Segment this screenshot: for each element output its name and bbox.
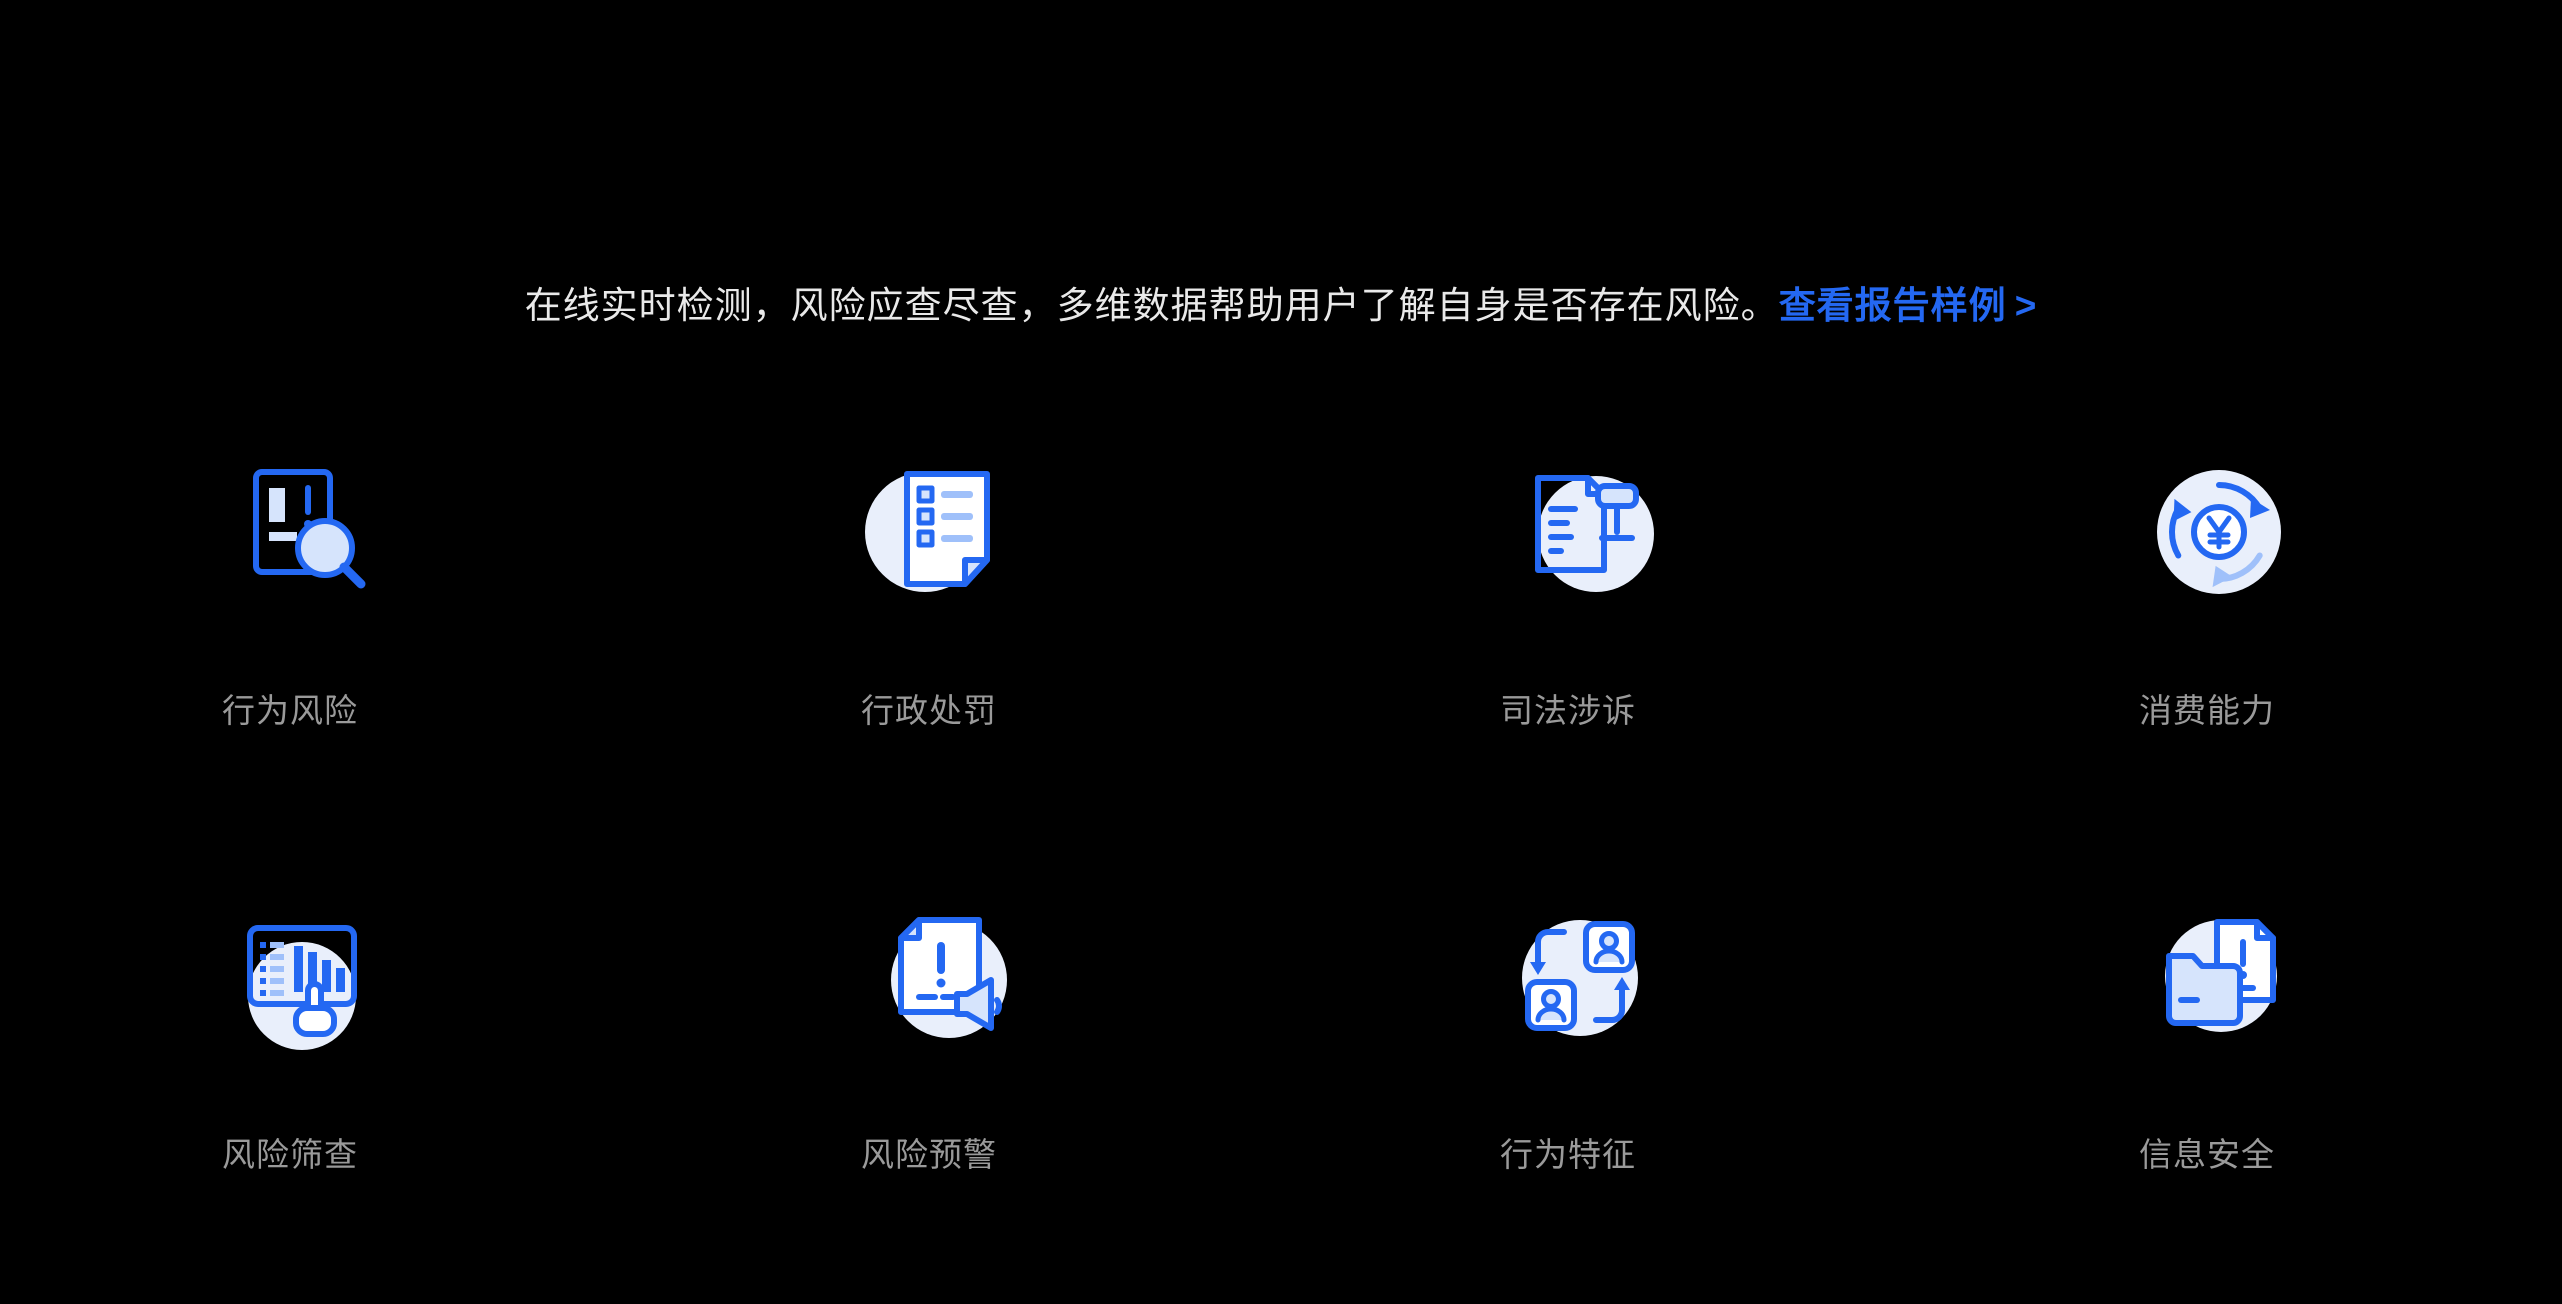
chevron-right-icon[interactable]: > <box>2014 285 2038 326</box>
feature-label: 消费能力 <box>2139 692 2275 729</box>
section-subtitle: 在线实时检测，风险应查尽查，多维数据帮助用户了解自身是否存在风险。查看报告样例> <box>0 282 2562 330</box>
yuan-cycle-icon <box>2139 452 2299 612</box>
features-grid: 行为风险 行政处罚 <box>222 452 2562 1176</box>
feature-item-risk-screening: 风险筛查 <box>222 896 861 1176</box>
feature-label: 行为风险 <box>222 692 358 729</box>
feature-label: 司法涉诉 <box>1500 692 1636 729</box>
feature-label: 风险预警 <box>861 1136 997 1173</box>
feature-item-consumption: 消费能力 <box>2139 452 2562 732</box>
gavel-document-icon <box>1500 452 1660 612</box>
chart-hand-icon <box>222 896 382 1056</box>
subtitle-text: 在线实时检测，风险应查尽查，多维数据帮助用户了解自身是否存在风险。 <box>524 285 1779 326</box>
view-report-sample-link[interactable]: 查看报告样例 <box>1778 285 2007 326</box>
feature-item-admin-penalty: 行政处罚 <box>861 452 1500 732</box>
alert-megaphone-icon <box>861 896 1021 1056</box>
feature-label: 风险筛查 <box>222 1136 358 1173</box>
feature-label: 行为特征 <box>1500 1136 1636 1173</box>
feature-item-risk-warning: 风险预警 <box>861 896 1500 1176</box>
feature-item-behavior-risk: 行为风险 <box>222 452 861 732</box>
checklist-document-icon <box>861 452 1021 612</box>
user-exchange-icon <box>1500 896 1660 1056</box>
feature-label: 信息安全 <box>2139 1136 2275 1173</box>
feature-label: 行政处罚 <box>861 692 997 729</box>
feature-item-judicial: 司法涉诉 <box>1500 452 2139 732</box>
document-magnifier-icon <box>222 452 382 612</box>
folder-document-icon <box>2139 896 2299 1056</box>
feature-item-info-security: 信息安全 <box>2139 896 2562 1176</box>
feature-item-behavior-traits: 行为特征 <box>1500 896 2139 1176</box>
